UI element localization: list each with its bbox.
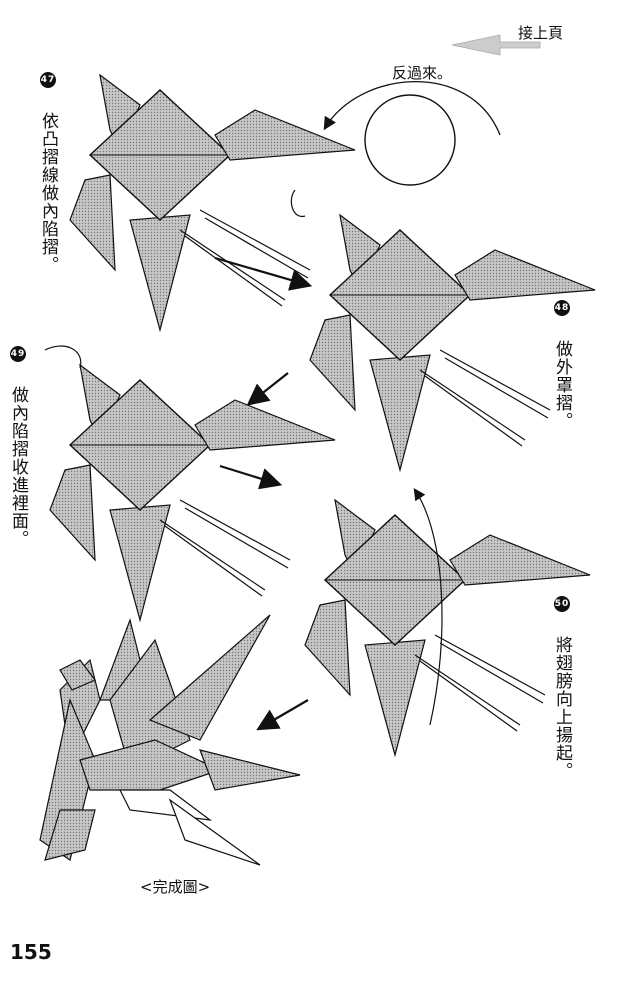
flow-arrow-icon [256,699,309,731]
step-48-diagram [290,189,596,471]
step-47-instruction: 47 依凸摺線做內陷摺。 [38,72,58,274]
step-text: 做外罩摺。 [552,340,572,430]
flow-arrow-icon [214,256,313,291]
step-text: 依凸摺線做內陷摺。 [38,112,58,274]
step-number-badge: 47 [40,72,56,88]
flow-arrow-icon [219,464,283,490]
step-49-diagram [44,345,336,621]
page-number: 155 [10,940,52,964]
turn-over-label: 反過來。 [392,64,453,82]
step-number-badge: 50 [554,596,570,612]
step-number-badge: 48 [554,300,570,316]
continue-arrow-icon [451,34,541,56]
turn-over-symbol-icon [323,81,501,186]
step-47-diagram [69,74,356,331]
step-number-badge: 49 [10,346,26,362]
step-48-instruction: 48 做外罩摺。 [552,300,572,430]
completed-figure-caption: <完成圖> [140,878,211,896]
step-50-instruction: 50 將翅膀向上揚起。 [552,596,572,780]
step-text: 將翅膀向上揚起。 [552,636,572,780]
step-text: 做內陷摺收進裡面。 [8,386,28,548]
step-50-diagram [304,488,591,756]
flow-arrow-icon [246,372,289,406]
step-49-instruction: 49 做內陷摺收進裡面。 [8,346,28,548]
completed-pegasus-diagram [39,614,301,866]
continue-from-previous-label: 接上頁 [518,24,564,42]
